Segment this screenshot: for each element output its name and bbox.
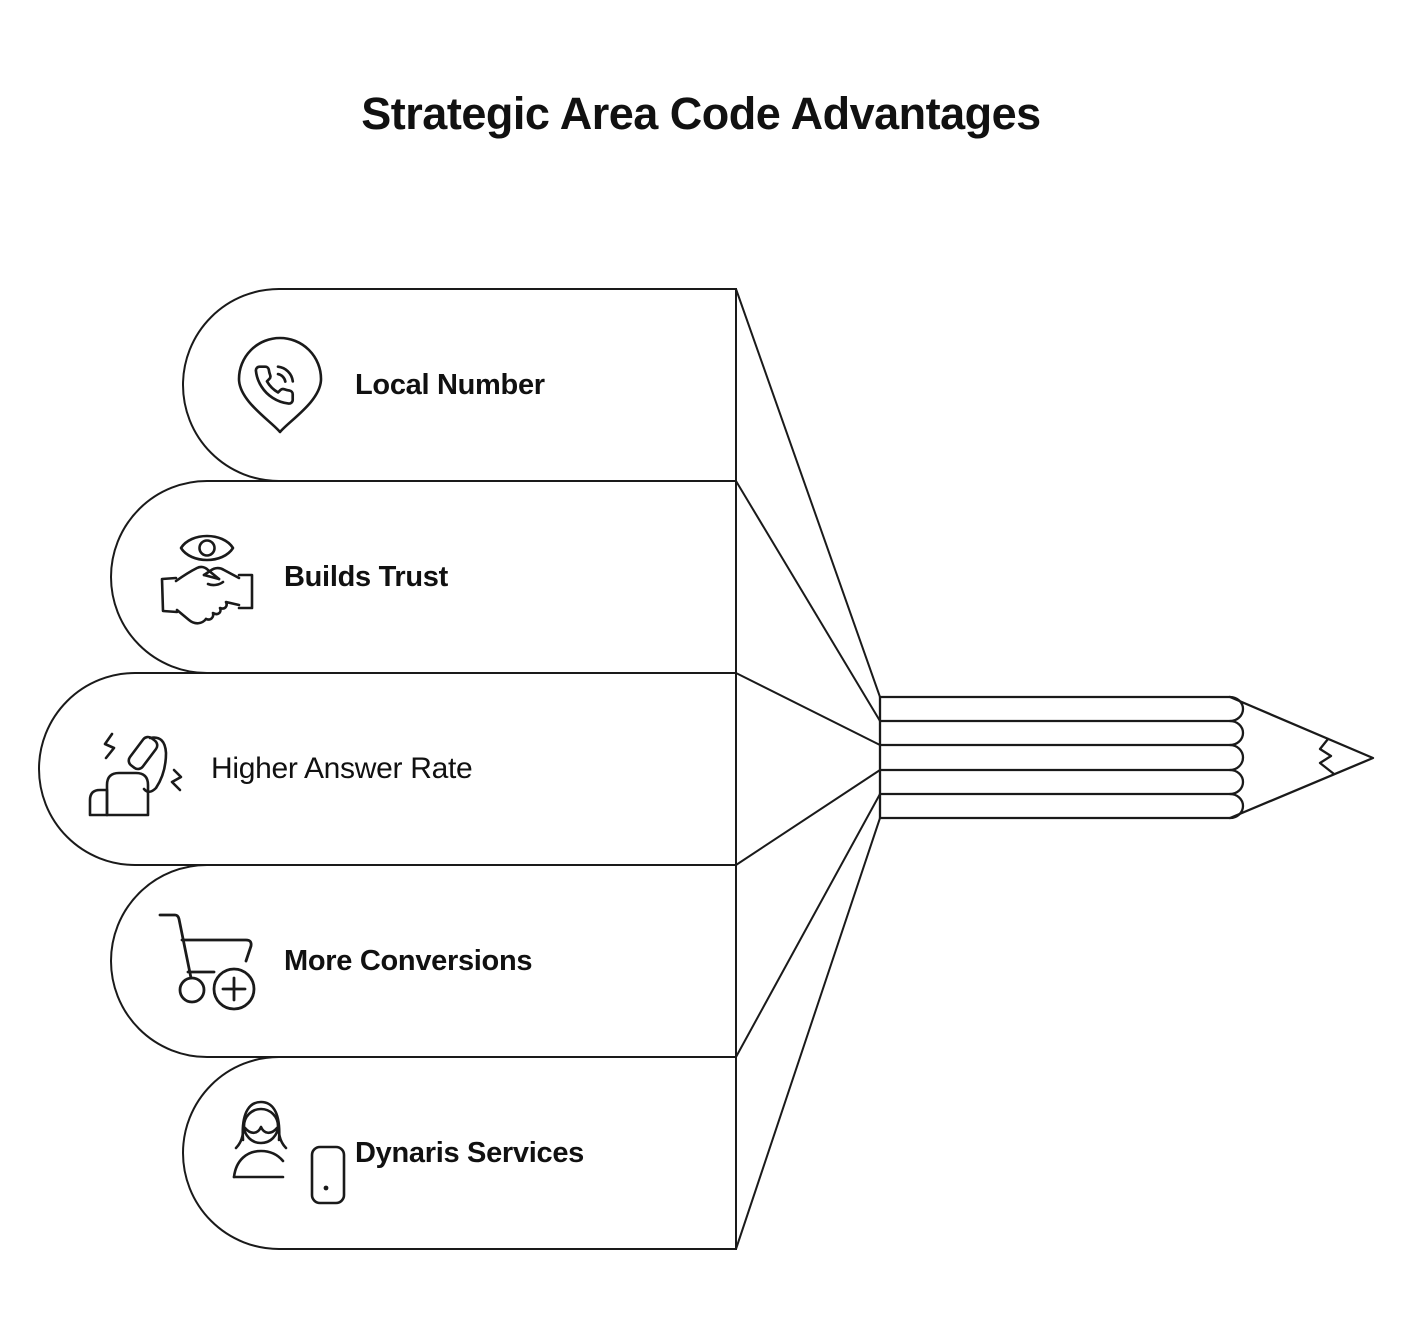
support-agent-tablet-icon [232,1100,346,1205]
pencil-graphic [878,695,1375,820]
agent [232,1100,288,1179]
item-capsules [38,288,737,1250]
vibration-right [170,768,183,792]
item-label-dynaris-services: Dynaris Services [355,1137,584,1169]
phone [127,735,159,771]
handshake [160,565,254,625]
item-label-higher-answer-rate: Higher Answer Rate [211,752,473,785]
item-label-local-number: Local Number [355,369,545,401]
handset [254,365,295,405]
capsule-builds-trust [110,480,737,674]
pencil-body [878,695,1245,820]
vibration-left [103,732,116,760]
pencil-lead-zigzag [1318,737,1336,776]
signal-arc-small [276,372,287,383]
person-answering-call-icon [88,732,183,817]
plus-badge [212,967,256,1011]
capsule-local-number [182,288,737,482]
shoulder [88,788,109,817]
capsule-more-conversions [110,864,737,1058]
funnel-lines [735,288,881,1250]
capsule-dynaris-services [182,1056,737,1250]
cart-plus-icon [158,913,256,1011]
phone-location-pin-icon [237,336,323,434]
eye [179,534,235,562]
cart-handle [158,913,193,980]
capsule-higher-answer-rate [38,672,737,866]
item-label-builds-trust: Builds Trust [284,561,448,593]
cart-basket-top [180,938,253,963]
cart-wheel [178,976,206,1004]
item-label-more-conversions: More Conversions [284,945,533,977]
pin-outline [237,336,323,434]
signal-arc-large [276,365,295,383]
trust-handshake-eye-icon [160,534,254,625]
pencil-tip [1228,695,1375,820]
hand [142,736,168,794]
page-title: Strategic Area Code Advantages [361,88,1041,139]
torso [105,771,150,817]
tablet [310,1145,346,1205]
